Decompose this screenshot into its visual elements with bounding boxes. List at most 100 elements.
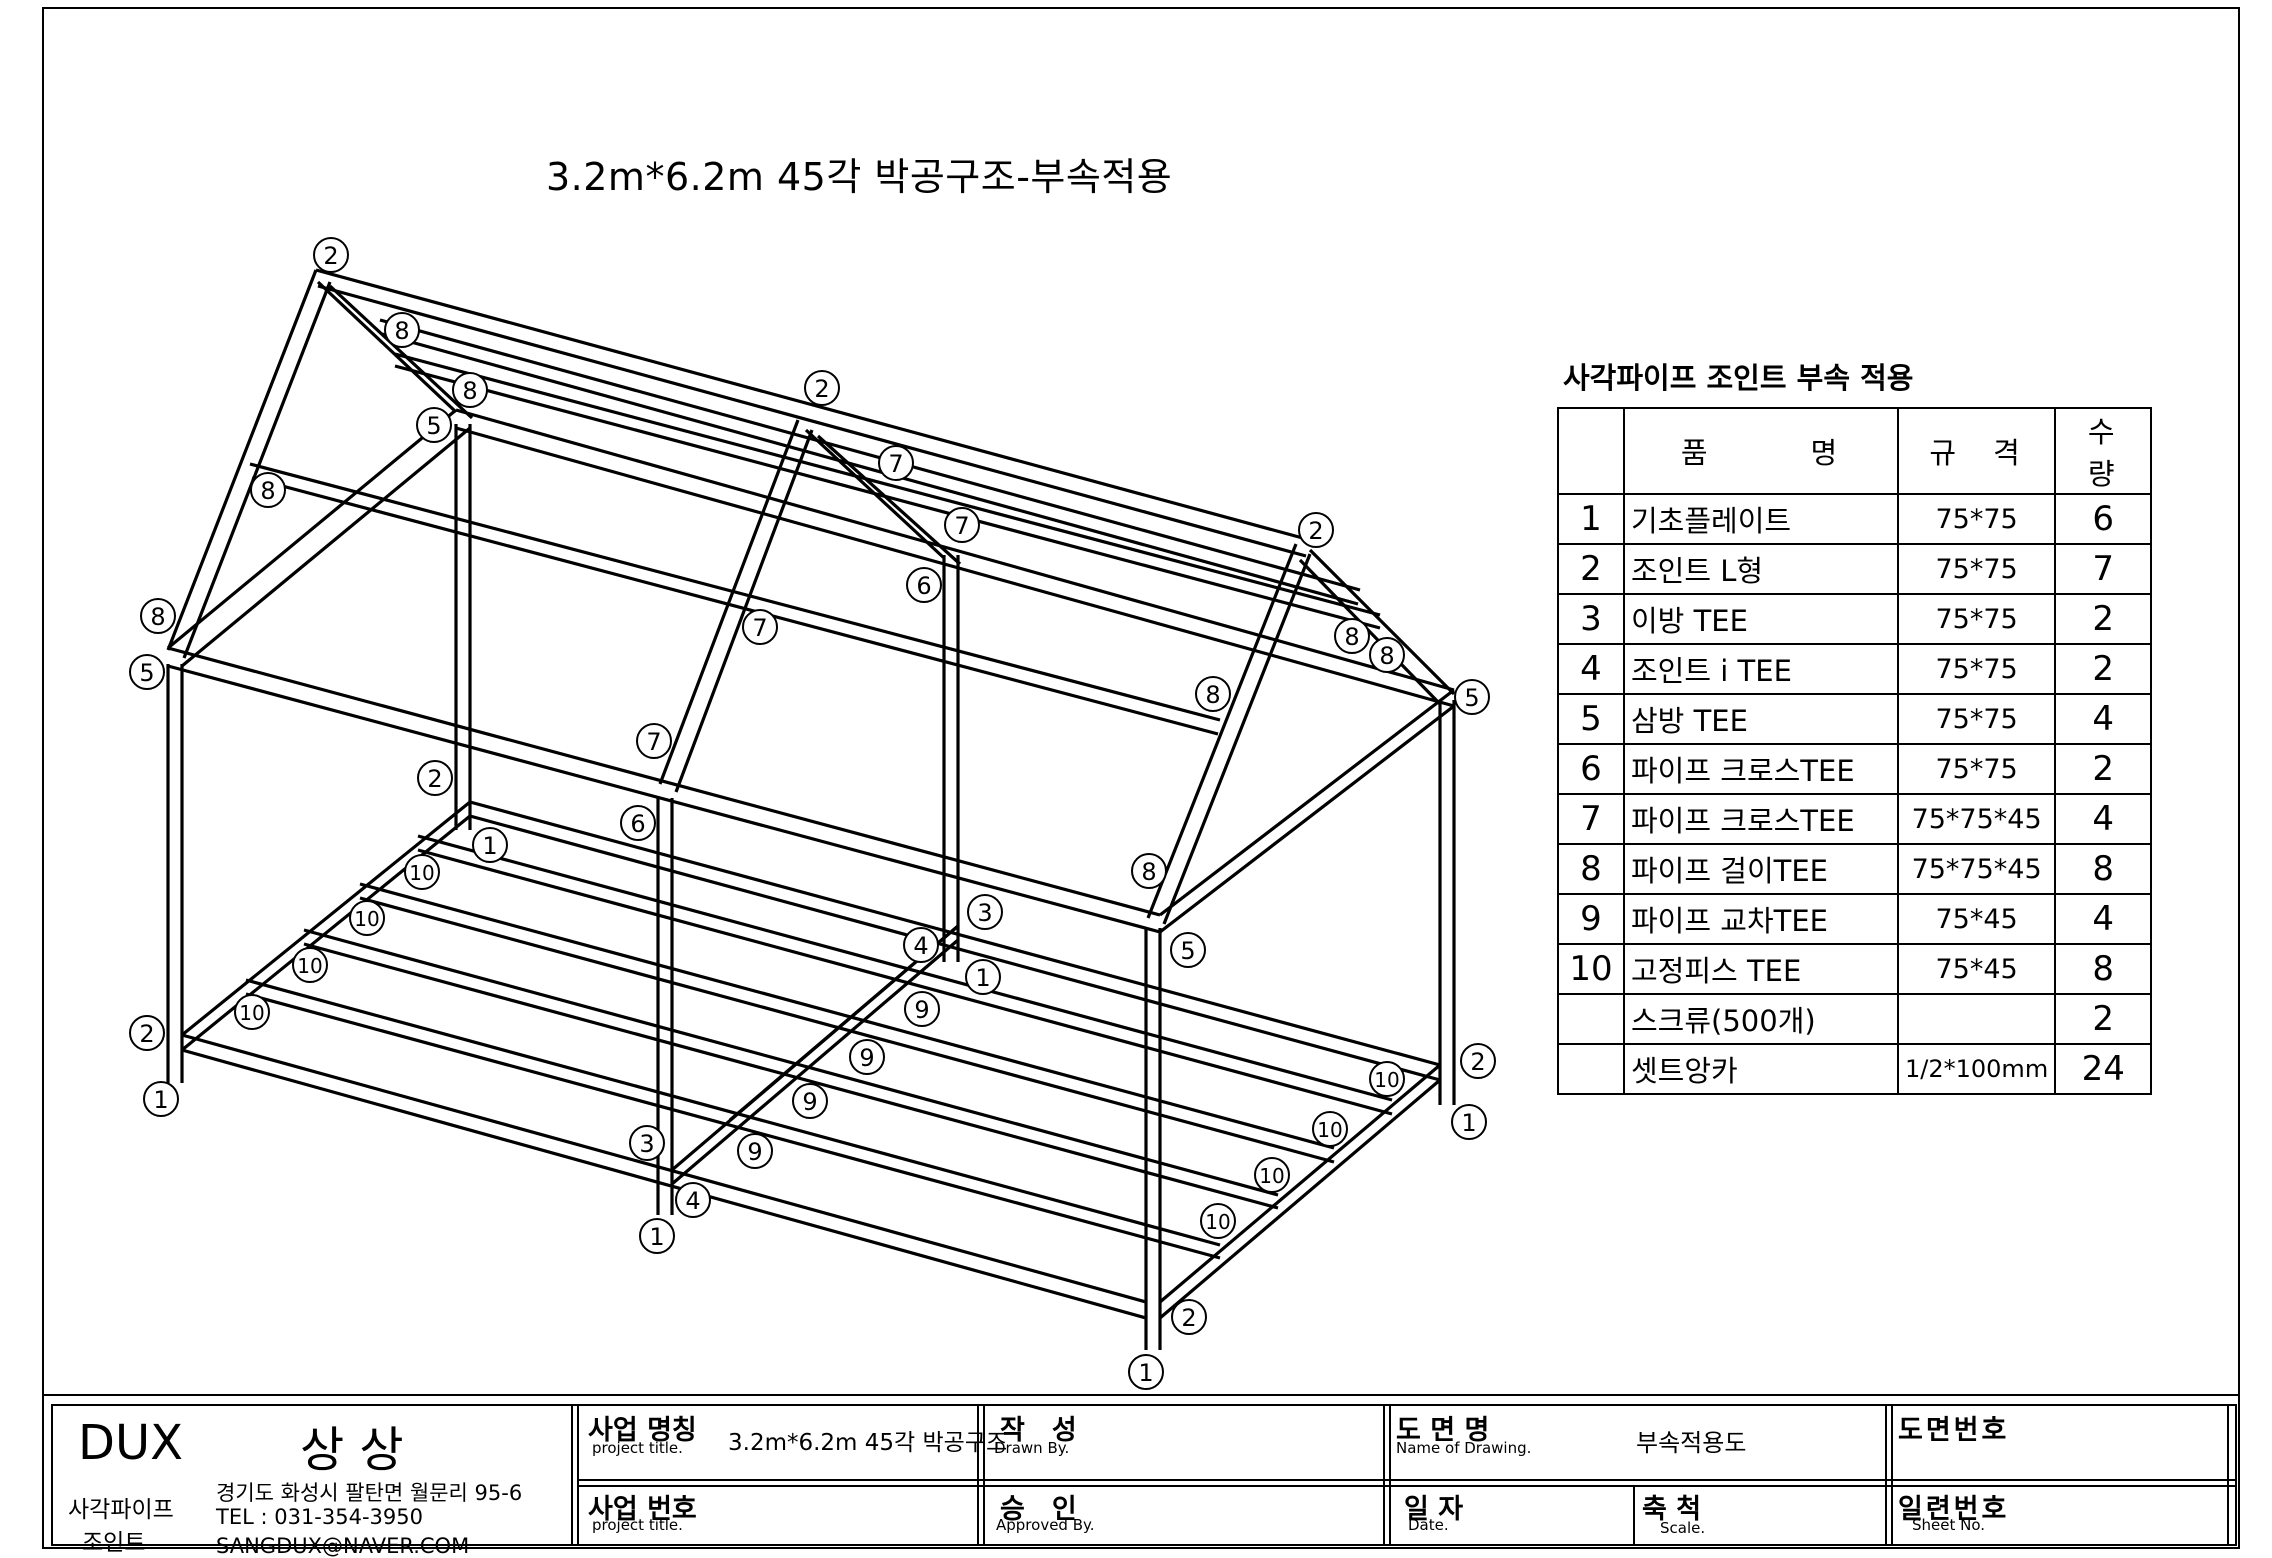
callout: 1 bbox=[1451, 1104, 1487, 1140]
callout: 8 bbox=[1131, 853, 1167, 889]
drawing-no-label: 도면번호 bbox=[1898, 1415, 2010, 1446]
svg-text:10: 10 bbox=[409, 861, 434, 885]
approved-sub: Approved By. bbox=[996, 1516, 1095, 1534]
svg-text:8: 8 bbox=[1379, 642, 1394, 670]
drawing-name-sub: Name of Drawing. bbox=[1396, 1439, 1532, 1457]
callout: 8 bbox=[1195, 676, 1231, 712]
svg-text:1: 1 bbox=[1461, 1109, 1476, 1137]
project-no-label: 사업 번호 bbox=[588, 1494, 697, 1525]
svg-text:10: 10 bbox=[1317, 1118, 1342, 1142]
svg-text:5: 5 bbox=[139, 659, 154, 687]
date-label: 일 자 bbox=[1404, 1494, 1464, 1525]
callout: 8 bbox=[140, 598, 176, 634]
callout: 1 bbox=[965, 959, 1001, 995]
approved-label: 승 인 bbox=[1000, 1494, 1077, 1525]
svg-text:8: 8 bbox=[1141, 858, 1156, 886]
company-logo-text: DUX bbox=[78, 1415, 183, 1471]
svg-text:5: 5 bbox=[426, 412, 441, 440]
callout: 1 bbox=[472, 827, 508, 863]
callout: 5 bbox=[1170, 932, 1206, 968]
header-spec: 규 격 bbox=[1896, 407, 2057, 495]
svg-text:2: 2 bbox=[427, 765, 442, 793]
callout: 8 bbox=[384, 312, 420, 348]
callout: 6 bbox=[620, 805, 656, 841]
callout: 7 bbox=[742, 609, 778, 645]
drawing-title: 3.2m*6.2m 45각 박공구조-부속적용 bbox=[546, 155, 1173, 199]
svg-text:2: 2 bbox=[323, 242, 338, 270]
callout: 5 bbox=[129, 654, 165, 690]
callout: 2 bbox=[1460, 1043, 1496, 1079]
project-name-value: 3.2m*6.2m 45각 박공구조 bbox=[728, 1430, 1008, 1456]
callout: 2 bbox=[804, 370, 840, 406]
callout: 7 bbox=[944, 507, 980, 543]
callout: 10 bbox=[292, 947, 328, 983]
table-row: 스크류(500개)2 bbox=[1557, 993, 2153, 1045]
date-sub: Date. bbox=[1408, 1516, 1449, 1534]
svg-text:9: 9 bbox=[747, 1138, 762, 1166]
sheet-no-label: 일련번호 bbox=[1898, 1494, 2010, 1525]
svg-text:9: 9 bbox=[914, 996, 929, 1024]
svg-text:9: 9 bbox=[859, 1044, 874, 1072]
callout: 6 bbox=[906, 567, 942, 603]
callout: 4 bbox=[903, 927, 939, 963]
company-tel: TEL : 031-354-3950 bbox=[216, 1505, 423, 1529]
parts-table-header: 품 명 규 격 수 량 bbox=[1557, 407, 2153, 495]
svg-text:4: 4 bbox=[913, 932, 928, 960]
svg-text:5: 5 bbox=[1464, 684, 1479, 712]
callout-group: 2 8 8 5 8 8 5 2 7 7 6 7 2 8 8 5 8 7 2 6 … bbox=[129, 237, 1496, 1390]
callout: 2 bbox=[313, 237, 349, 273]
header-qty: 수 량 bbox=[2054, 407, 2153, 495]
product-line-2: 조인트 bbox=[82, 1530, 146, 1556]
drawing-name-label: 도 면 명 bbox=[1396, 1415, 1490, 1446]
callout: 7 bbox=[636, 723, 672, 759]
callout: 2 bbox=[1171, 1299, 1207, 1335]
brand-name: 상 상 bbox=[300, 1422, 404, 1478]
project-no-sub: project title. bbox=[592, 1516, 683, 1534]
svg-text:2: 2 bbox=[814, 375, 829, 403]
header-no bbox=[1557, 407, 1625, 495]
project-name-label: 사업 명칭 bbox=[588, 1415, 697, 1446]
svg-text:8: 8 bbox=[1344, 623, 1359, 651]
callout: 8 bbox=[452, 372, 488, 408]
svg-text:2: 2 bbox=[1181, 1304, 1196, 1332]
svg-text:6: 6 bbox=[916, 572, 931, 600]
parts-table-title: 사각파이프 조인트 부속 적용 bbox=[1563, 361, 1914, 395]
svg-text:1: 1 bbox=[975, 964, 990, 992]
svg-text:8: 8 bbox=[150, 603, 165, 631]
svg-text:10: 10 bbox=[297, 954, 322, 978]
callout: 9 bbox=[792, 1083, 828, 1119]
svg-text:7: 7 bbox=[888, 450, 903, 478]
callout: 3 bbox=[629, 1125, 665, 1161]
drawn-sub: Drawn By. bbox=[994, 1439, 1070, 1457]
svg-text:7: 7 bbox=[752, 614, 767, 642]
company-email: SANGDUX@NAVER.COM bbox=[216, 1534, 470, 1558]
callout: 9 bbox=[904, 991, 940, 1027]
callout: 3 bbox=[967, 894, 1003, 930]
scale-label: 축 척 bbox=[1642, 1494, 1702, 1525]
svg-text:8: 8 bbox=[394, 317, 409, 345]
svg-text:1: 1 bbox=[1138, 1359, 1153, 1387]
callout: 4 bbox=[675, 1182, 711, 1218]
callout: 2 bbox=[129, 1015, 165, 1051]
callout: 10 bbox=[349, 900, 385, 936]
callout: 8 bbox=[1334, 618, 1370, 654]
svg-text:3: 3 bbox=[639, 1130, 654, 1158]
svg-text:2: 2 bbox=[139, 1020, 154, 1048]
svg-text:5: 5 bbox=[1180, 937, 1195, 965]
callout: 10 bbox=[1312, 1111, 1348, 1147]
svg-text:10: 10 bbox=[1259, 1164, 1284, 1188]
scale-sub: Scale. bbox=[1660, 1519, 1706, 1537]
svg-text:2: 2 bbox=[1308, 517, 1323, 545]
callout: 7 bbox=[878, 445, 914, 481]
callout: 5 bbox=[416, 407, 452, 443]
callout: 10 bbox=[1369, 1061, 1405, 1097]
svg-text:10: 10 bbox=[239, 1001, 264, 1025]
callout: 8 bbox=[1369, 637, 1405, 673]
